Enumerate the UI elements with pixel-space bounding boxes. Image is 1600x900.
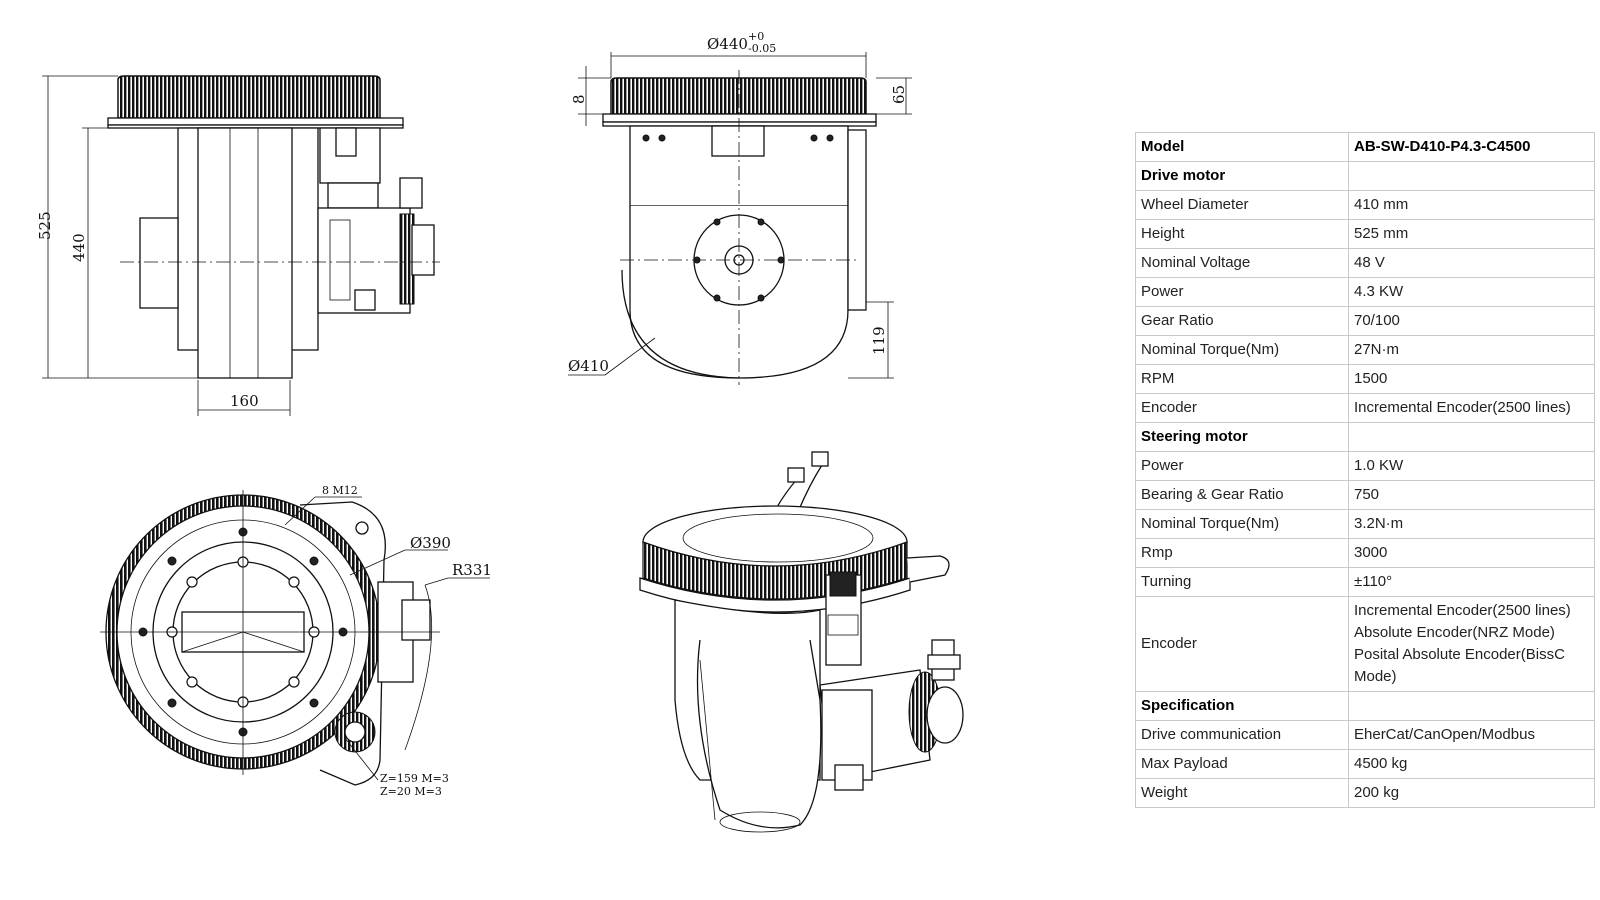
spec-value-line: Incremental Encoder(2500 lines) <box>1354 602 1571 619</box>
spec-value <box>1348 691 1595 721</box>
side-height-total-label: 525 <box>36 211 54 240</box>
spec-label: Gear Ratio <box>1135 306 1349 336</box>
spec-label: Wheel Diameter <box>1135 190 1349 220</box>
spec-row: Encoder Incremental Encoder(2500 lines) Ab… <box>1135 596 1595 692</box>
spec-label: Bearing & Gear Ratio <box>1135 480 1349 510</box>
spec-label: RPM <box>1135 364 1349 394</box>
spec-value: 27N·m <box>1348 335 1595 365</box>
spec-row: Drive motor <box>1135 161 1595 191</box>
spec-row: Specification <box>1135 691 1595 721</box>
spec-label: Steering motor <box>1135 422 1349 452</box>
spec-value: Incremental Encoder(2500 lines) Absolute … <box>1348 596 1595 692</box>
spec-value: AB-SW-D410-P4.3-C4500 <box>1348 132 1595 162</box>
technical-drawings: 525 440 160 <box>36 30 964 833</box>
spec-value: 525 mm <box>1348 219 1595 249</box>
spec-value: 4.3 KW <box>1348 277 1595 307</box>
spec-value: 200 kg <box>1348 778 1595 808</box>
spec-label: Encoder <box>1135 596 1349 692</box>
spec-label: Specification <box>1135 691 1349 721</box>
spec-label: Turning <box>1135 567 1349 597</box>
top-diameter-label: Ø390 <box>410 534 451 552</box>
front-diameter-label: Ø440 <box>707 35 748 53</box>
spec-value: 1.0 KW <box>1348 451 1595 481</box>
side-view-drawing: 525 440 160 <box>36 75 440 416</box>
spec-row: Turning±110° <box>1135 567 1595 597</box>
spec-label: Nominal Torque(Nm) <box>1135 335 1349 365</box>
spec-value <box>1348 422 1595 452</box>
front-wheel-diameter-label: Ø410 <box>568 357 609 375</box>
spec-value: 4500 kg <box>1348 749 1595 779</box>
spec-value: 70/100 <box>1348 306 1595 336</box>
front-tolerance-lower: -0.05 <box>748 42 776 55</box>
spec-value: 410 mm <box>1348 190 1595 220</box>
spec-value: ±110° <box>1348 567 1595 597</box>
front-ring-height-label: 65 <box>890 85 908 104</box>
spec-value: 750 <box>1348 480 1595 510</box>
front-gear-thickness-label: 8 <box>570 94 588 104</box>
spec-label: Nominal Voltage <box>1135 248 1349 278</box>
spec-value-line: Absolute Encoder(NRZ Mode) <box>1354 624 1555 641</box>
top-view-drawing: 8 M12 Ø390 R331 Z=159 M=3 Z=20 M=3 <box>100 484 492 798</box>
top-gear-big-label: Z=159 M=3 <box>380 772 449 785</box>
top-bolts-label: 8 M12 <box>322 484 358 497</box>
spec-value <box>1348 161 1595 191</box>
spec-value: 3.2N·m <box>1348 509 1595 539</box>
spec-label: Model <box>1135 132 1349 162</box>
spec-row: Nominal Torque(Nm)3.2N·m <box>1135 509 1595 539</box>
spec-value-line: Posital Absolute Encoder(BissC <box>1354 646 1565 663</box>
spec-label: Power <box>1135 451 1349 481</box>
side-wheel-width-label: 160 <box>230 392 259 410</box>
spec-value: EherCat/CanOpen/Modbus <box>1348 720 1595 750</box>
top-gear-small-label: Z=20 M=3 <box>380 785 442 798</box>
spec-label: Nominal Torque(Nm) <box>1135 509 1349 539</box>
front-axle-height-label: 119 <box>870 326 888 355</box>
top-radius-label: R331 <box>452 561 492 579</box>
side-height-inner-label: 440 <box>70 233 88 262</box>
spec-value-line: Mode) <box>1354 668 1397 685</box>
spec-label: Drive motor <box>1135 161 1349 191</box>
isometric-view-drawing <box>639 451 964 833</box>
spec-value: Incremental Encoder(2500 lines) <box>1348 393 1595 423</box>
spec-label: Drive communication <box>1135 720 1349 750</box>
spec-label: Weight <box>1135 778 1349 808</box>
spec-label: Power <box>1135 277 1349 307</box>
spec-label: Max Payload <box>1135 749 1349 779</box>
front-tolerance-upper: +0 <box>748 30 764 43</box>
spec-value: 1500 <box>1348 364 1595 394</box>
spec-row: Steering motor <box>1135 422 1595 452</box>
spec-row: Nominal Torque(Nm)27N·m <box>1135 335 1595 365</box>
spec-label: Encoder <box>1135 393 1349 423</box>
spec-value: 3000 <box>1348 538 1595 568</box>
front-view-drawing: Ø440 +0 -0.05 8 65 119 Ø410 <box>568 30 912 385</box>
spec-label: Rmp <box>1135 538 1349 568</box>
spec-value: 48 V <box>1348 248 1595 278</box>
spec-label: Height <box>1135 219 1349 249</box>
